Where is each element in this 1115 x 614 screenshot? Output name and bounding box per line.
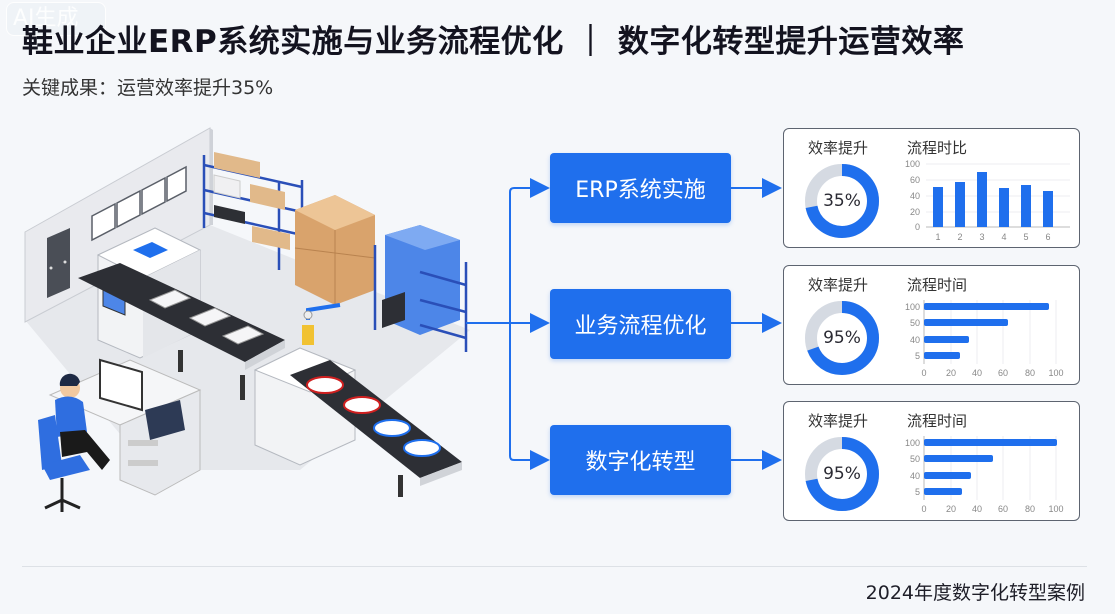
efficiency-donut-chart [805,164,879,238]
step-digital-transformation: 数字化转型 [550,425,731,495]
svg-text:60: 60 [910,175,920,185]
page-title: 鞋业企业ERP系统实施与业务流程优化 ｜ 数字化转型提升运营效率 [22,24,965,60]
cardboard-boxes [294,195,376,305]
connector-up [509,178,550,323]
donut-value: 95% [823,464,861,484]
step-erp-implementation: ERP系统实施 [550,153,731,223]
svg-text:40: 40 [972,368,982,378]
process-time-hbar-chart: 100 50 40 5 0 20 40 60 80 100 [905,436,1064,514]
donut-value: 95% [823,328,861,348]
svg-text:50: 50 [910,454,920,464]
svg-text:4: 4 [1001,232,1006,242]
svg-text:5: 5 [915,487,920,497]
svg-text:3: 3 [979,232,984,242]
office-desk [48,358,202,496]
svg-text:1: 1 [935,232,940,242]
svg-text:80: 80 [1025,368,1035,378]
svg-text:5: 5 [1023,232,1028,242]
svg-text:100: 100 [905,159,920,169]
chart-label: 流程时比 [907,139,968,157]
metric-card-erp: 效率提升 流程时比 35% 100 60 40 20 0 1 2 3 4 5 6 [783,128,1080,248]
robot-arm [302,303,341,345]
efficiency-donut-chart [805,437,879,511]
svg-text:2: 2 [957,232,962,242]
svg-text:100: 100 [1048,368,1063,378]
worker [55,373,110,470]
connector-down [509,323,550,470]
svg-text:5: 5 [915,351,920,361]
footer-caption: 2024年度数字化转型案例 [865,582,1085,604]
chart-label: 流程时间 [907,412,968,430]
sneaker-icon [306,376,344,394]
door-icon [47,228,70,298]
svg-text:80: 80 [1025,504,1035,514]
process-ratio-bar-chart: 100 60 40 20 0 1 2 3 4 5 6 [905,159,1070,242]
svg-text:6: 6 [1045,232,1050,242]
sneaker-icon [373,419,411,437]
footer-divider [22,566,1087,567]
sneaker-icon [343,396,381,414]
svg-text:100: 100 [905,438,920,448]
svg-text:50: 50 [910,318,920,328]
svg-text:0: 0 [921,368,926,378]
svg-text:0: 0 [915,222,920,232]
svg-text:40: 40 [910,335,920,345]
process-time-hbar-chart: 100 50 40 5 0 20 40 60 80 100 [905,300,1064,378]
svg-text:40: 40 [972,504,982,514]
metric-card-digital: 效率提升 流程时间 95% 100 50 40 5 0 20 40 60 80 100 [783,401,1080,521]
metric-card-process: 效率提升 流程时间 95% 100 50 40 5 0 20 40 60 80 100 [783,265,1080,385]
svg-text:20: 20 [946,504,956,514]
chart-label: 流程时间 [907,276,968,294]
svg-text:20: 20 [946,368,956,378]
donut-label: 效率提升 [808,276,869,294]
shelf-boxes [213,152,290,250]
svg-text:40: 40 [910,471,920,481]
page-subtitle: 关键成果：运营效率提升35% [22,77,274,99]
svg-text:20: 20 [910,207,920,217]
ai-generated-watermark: AI生成 [6,2,106,36]
wall-windows [91,165,187,242]
monitor-icon [99,358,143,412]
blue-box-rack [373,225,468,352]
donut-label: 效率提升 [808,139,869,157]
donut-label: 效率提升 [808,412,869,430]
factory-illustration [24,127,470,512]
donut-value: 35% [823,191,861,211]
sneaker-icon [403,439,441,457]
svg-text:100: 100 [905,302,920,312]
office-chair [38,415,90,512]
step-label: 数字化转型 [585,450,696,475]
step-label: 业务流程优化 [574,314,707,339]
svg-text:100: 100 [1048,504,1063,514]
conveyor-belt [78,263,285,400]
step-process-optimization: 业务流程优化 [550,289,731,359]
svg-text:60: 60 [998,368,1008,378]
step-label: ERP系统实施 [575,178,706,203]
efficiency-donut-chart [805,301,879,375]
svg-text:40: 40 [910,191,920,201]
svg-text:60: 60 [998,504,1008,514]
svg-text:0: 0 [921,504,926,514]
shoe-conveyor [290,360,462,497]
